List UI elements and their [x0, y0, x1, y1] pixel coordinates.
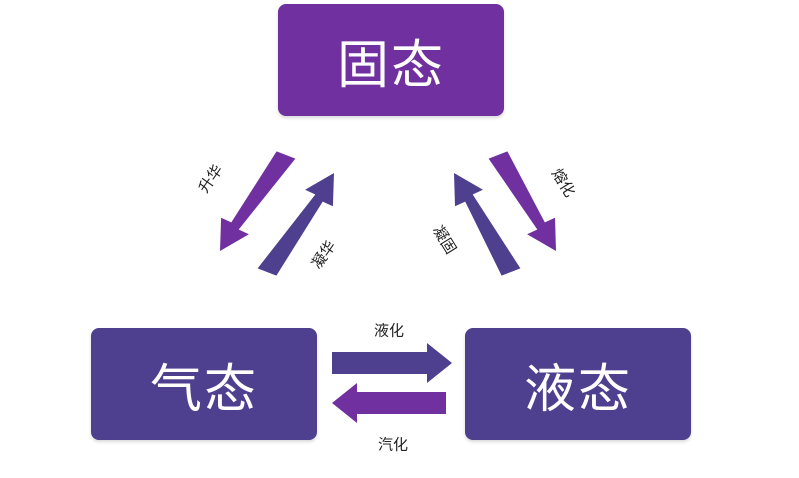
solid-state-label: 固态	[336, 35, 445, 96]
deposition-label: 凝华	[308, 237, 340, 272]
deposition-arrow	[257, 173, 334, 276]
gas-state-label: 气态	[149, 359, 258, 420]
freezing-label: 凝固	[429, 222, 460, 257]
vaporization-arrow	[332, 383, 446, 423]
condensation-arrow	[332, 343, 452, 383]
sublimation-arrow	[220, 151, 296, 251]
melting-arrow	[488, 151, 556, 251]
sublimation-label: 升华	[195, 161, 227, 196]
liquid-state-box: 液态	[465, 328, 691, 440]
freezing-arrow	[454, 173, 521, 276]
vaporization-label: 汽化	[378, 436, 408, 454]
gas-state-box: 气态	[91, 328, 317, 440]
melting-label: 熔化	[548, 165, 579, 200]
condensation-label: 液化	[374, 322, 404, 340]
liquid-state-label: 液态	[523, 359, 632, 420]
solid-state-box: 固态	[278, 4, 504, 116]
